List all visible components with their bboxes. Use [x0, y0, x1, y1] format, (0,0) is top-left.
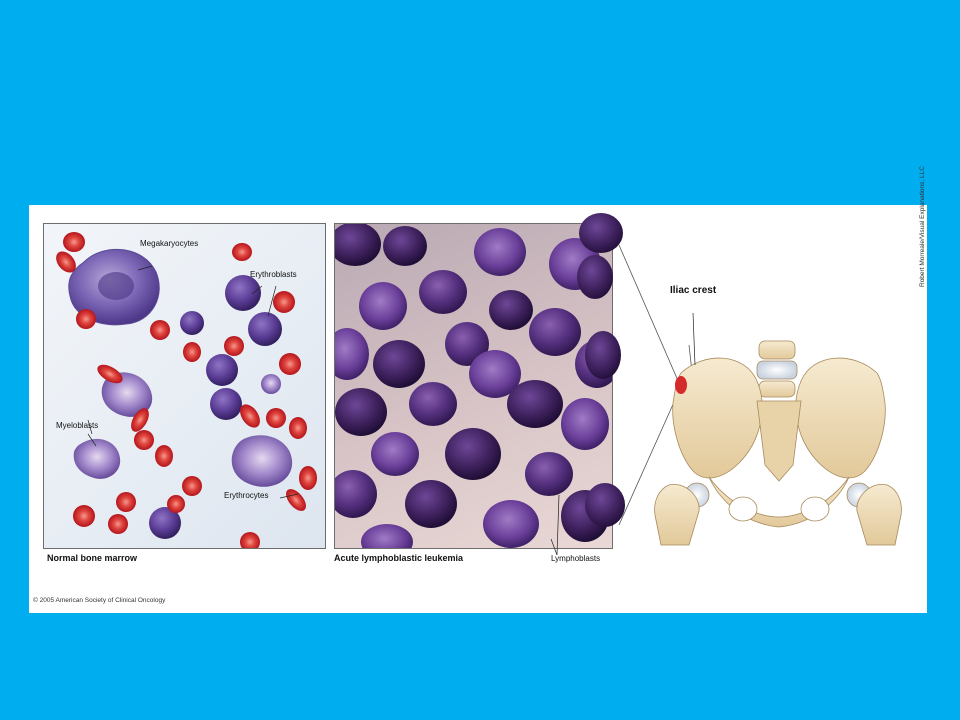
- illustrator-credit: Robert Morreale/Visual Explanations, LLC: [919, 166, 926, 287]
- leukemia-panel: [334, 223, 613, 549]
- normal-marrow-cells: [56, 232, 317, 548]
- normal-bone-marrow-panel: Megakaryocytes Erythroblasts Myeloblasts…: [43, 223, 326, 549]
- copyright-notice: © 2005 American Society of Clinical Onco…: [33, 597, 166, 604]
- pelvis-illustration: [654, 312, 902, 546]
- normal-bone-marrow-caption: Normal bone marrow: [47, 553, 138, 563]
- erythroblasts-label: Erythroblasts: [250, 270, 297, 279]
- myeloblasts-label: Myeloblasts: [56, 421, 99, 430]
- erythroblast-cell: [149, 275, 282, 539]
- leader-lines: [87, 265, 299, 499]
- pelvis-bone: [654, 340, 902, 546]
- leukemia-caption: Acute lymphoblastic leukemia: [334, 553, 464, 563]
- megakaryocytes-label: Megakaryocytes: [140, 239, 199, 248]
- figure: Megakaryocytes Erythroblasts Myeloblasts…: [29, 166, 927, 613]
- lymphoblast-cell: [335, 224, 612, 548]
- erythrocyte-cell: [56, 232, 317, 548]
- myeloblast-cell: [73, 372, 293, 487]
- megakaryocyte-cell: [68, 248, 160, 326]
- lymphoblasts-label: Lymphoblasts: [551, 554, 601, 563]
- erythrocytes-label: Erythrocytes: [224, 491, 269, 500]
- lymphoblast-cells: [335, 224, 612, 548]
- iliac-crest-label: Iliac crest: [670, 285, 717, 296]
- iliac-crest-marker: [675, 376, 687, 394]
